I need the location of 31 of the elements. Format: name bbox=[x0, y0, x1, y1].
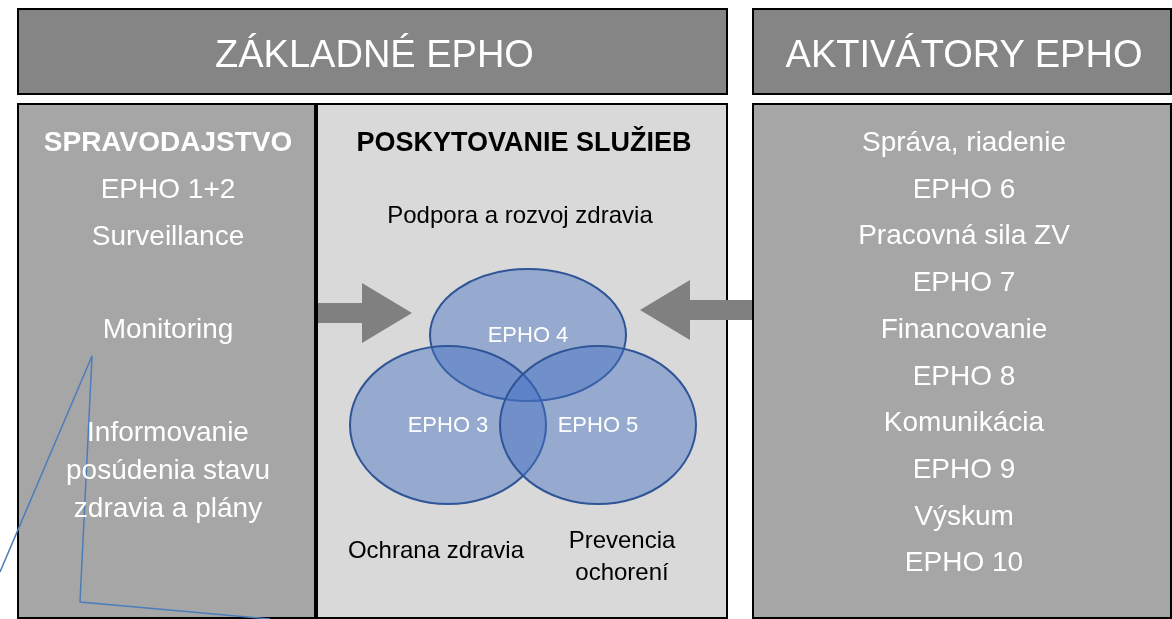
column-text: Výskum bbox=[914, 499, 1014, 532]
caption-text: Ochrana zdravia bbox=[347, 536, 525, 564]
column-text: Správa, riadenie bbox=[862, 126, 1066, 158]
column-text: Monitoring bbox=[102, 313, 234, 345]
column-panel bbox=[17, 103, 316, 619]
column-text: Komunikácia bbox=[883, 406, 1045, 439]
header-bar bbox=[17, 8, 728, 95]
column-text: EPHO 9 bbox=[912, 452, 1016, 485]
caption-text: Podpora a rozvoj zdravia bbox=[387, 201, 653, 229]
column-heading: POSKYTOVANIE SLUŽIEB bbox=[356, 126, 692, 158]
ellipse-label: EPHO 5 bbox=[557, 412, 639, 438]
column-text: Pracovná sila ZV bbox=[858, 219, 1070, 252]
header-title: ZÁKLADNÉ EPHO bbox=[215, 32, 534, 75]
column-text: EPHO 7 bbox=[912, 266, 1016, 299]
block-arrow bbox=[318, 283, 412, 343]
column-text: EPHO 1+2 bbox=[100, 173, 236, 205]
ellipse-label: EPHO 4 bbox=[487, 322, 569, 348]
column-text: Surveillance bbox=[91, 220, 245, 252]
column-text: EPHO 6 bbox=[912, 172, 1016, 205]
column-panel bbox=[316, 103, 728, 619]
venn-ellipse bbox=[499, 345, 697, 505]
column-text: EPHO 10 bbox=[904, 546, 1024, 579]
block-arrow bbox=[640, 280, 752, 340]
column-text: EPHO 8 bbox=[912, 359, 1016, 392]
caption-text: Prevencia ochorení bbox=[567, 524, 677, 587]
ellipse-label: EPHO 3 bbox=[407, 412, 489, 438]
header-bar bbox=[752, 8, 1172, 95]
column-panel bbox=[752, 103, 1172, 619]
column-heading: SPRAVODAJSTVO bbox=[43, 126, 293, 158]
column-text: Financovanie bbox=[880, 312, 1048, 345]
header-title: AKTIVÁTORY EPHO bbox=[785, 32, 1143, 75]
